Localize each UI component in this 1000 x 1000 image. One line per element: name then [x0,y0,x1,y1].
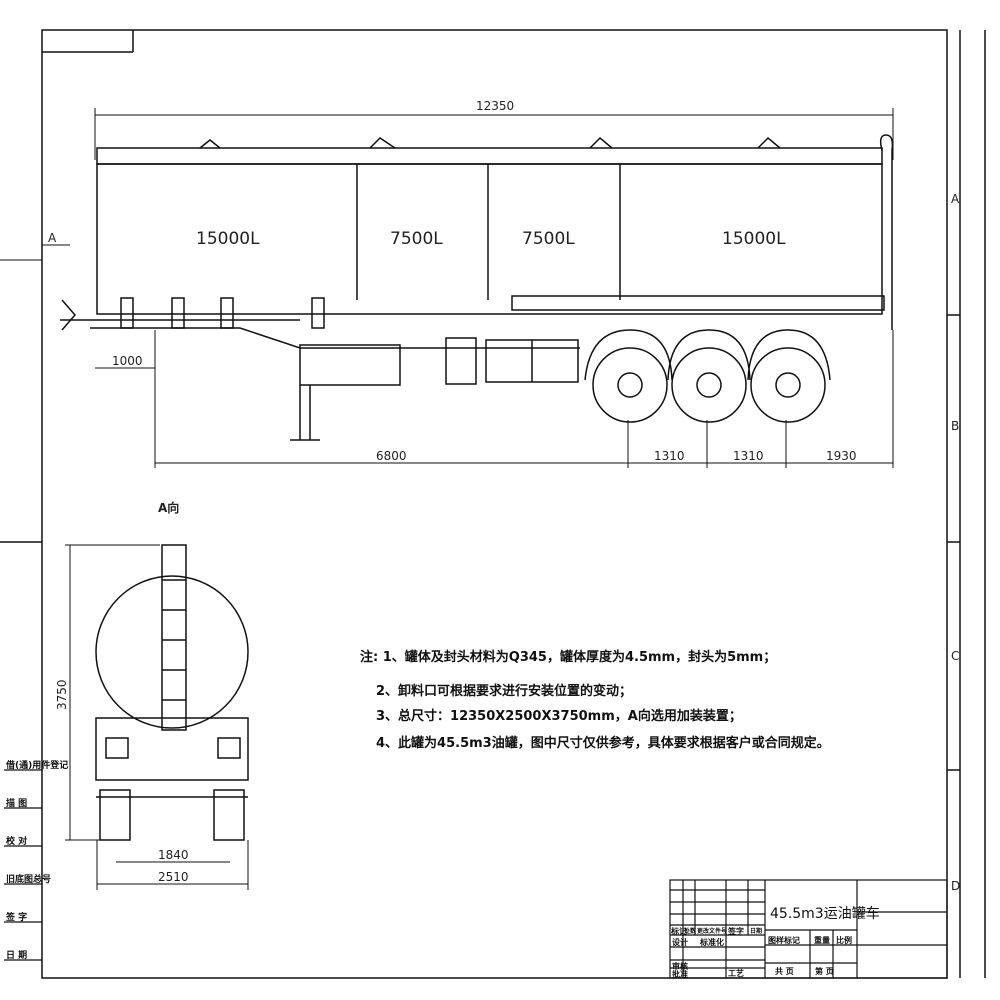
side-panel-lines [4,769,42,961]
tb-review: 审核 [672,962,688,971]
dim-track-width: 1840 [158,848,189,862]
dimension-lines [42,244,894,468]
tb-design: 设计 [672,938,688,947]
side-label-old-drawing-no: 旧底图总号 [6,875,52,885]
rear-view [65,544,249,890]
dim-axle-2: 1310 [733,449,764,463]
tb-mark: 标记 [671,927,687,936]
wheels [584,329,831,423]
tb-change-doc: 更改文件号 [697,928,728,935]
compartment-4-label: 15000L [722,229,786,249]
tb-process: 工艺 [728,969,744,978]
side-view [42,108,894,468]
drawing-frame [0,29,986,979]
note-2: 2、卸料口可根据要求进行安装位置的变动； [376,684,633,699]
zone-b: B [951,419,959,433]
tb-standard: 标准化 [700,938,724,947]
side-label-date: 日 期 [6,951,28,961]
view-marker: A [48,231,57,245]
note-1: 1、罐体及封头材料为Q345，罐体厚度为4.5mm，封头为5mm； [382,650,777,665]
compartment-1-label: 15000L [196,229,260,249]
title-block-title: 45.5m3运油罐车 [770,906,880,922]
compartment-2-label: 7500L [390,229,443,249]
notes-prefix: 注: [360,650,379,665]
side-label-borrowed-parts: 借(通)用件登记 [6,761,69,771]
tb-page-no: 第 页 [815,967,834,976]
dim-rear-overhang: 1930 [826,449,857,463]
dim-height: 3750 [55,679,69,710]
tb-date: 日期 [750,928,763,935]
zone-c: C [951,649,959,663]
zone-letters: A B C D [951,192,960,893]
notes-line-1: 注: 1、罐体及封头材料为Q345，罐体厚度为4.5mm，封头为5mm； [360,646,776,665]
tb-weight: 重量 [814,936,830,945]
zone-d: D [951,879,960,893]
manholes [199,136,781,149]
note-3: 3、总尺寸：12350X2500X3750mm，A向选用加装装置； [376,709,742,724]
tb-drawing-mark: 图样标记 [768,936,800,945]
dim-kingpin-axle: 6800 [376,449,407,463]
dim-overall-width: 2510 [158,870,189,884]
side-label-trace: 描 图 [6,799,28,809]
tb-approve: 批准 [672,970,688,979]
compartment-3-label: 7500L [522,229,575,249]
dim-axle-1: 1310 [654,449,685,463]
zone-a: A [951,192,960,206]
dim-front-overhang: 1000 [112,354,143,368]
ladder-brackets [120,297,325,329]
rear-view-label: A向 [158,500,179,515]
dim-overall-length: 12350 [476,99,514,113]
tb-sign: 签字 [728,927,744,936]
title-block-grid [669,879,948,979]
side-label-check: 校 对 [6,837,28,847]
tb-scale: 比例 [836,936,852,945]
side-label-signature: 签 字 [6,913,28,923]
tb-total-pages: 共 页 [775,967,794,976]
tb-count: 处数 [684,928,697,935]
note-4: 4、此罐为45.5m3油罐，图中尺寸仅供参考，具体要求根据客户或合同规定。 [376,736,830,751]
